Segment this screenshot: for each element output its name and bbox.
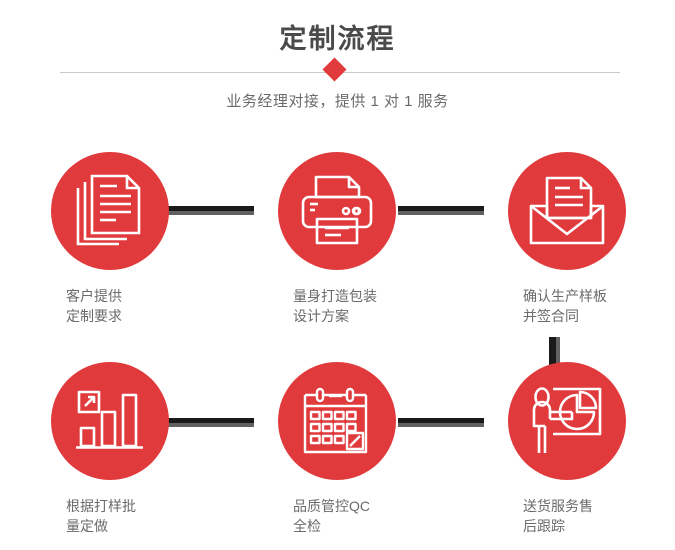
presenter-icon <box>532 387 602 453</box>
step-icon-circle <box>51 152 169 270</box>
calendar-icon <box>303 387 368 454</box>
step-label: 根据打样批 量定做 <box>66 498 136 534</box>
connector-bar-dark <box>398 206 484 211</box>
connector-bar-shadow <box>398 211 484 215</box>
envelope-icon <box>529 176 605 245</box>
step-icon-circle <box>278 152 396 270</box>
connector-bar-shadow <box>398 423 484 427</box>
header: 定制流程 业务经理对接，提供 1 对 1 服务 <box>0 0 675 130</box>
connector-bar-dark <box>398 418 484 423</box>
flow-step-3[interactable]: 确认生产样板 并签合同 <box>477 152 657 326</box>
step-icon-circle <box>508 152 626 270</box>
diamond-accent-icon <box>322 57 347 82</box>
flow-step-1[interactable]: 客户提供 定制要求 <box>20 152 200 326</box>
flow-step-5[interactable]: 品质管控QC 全检 <box>247 362 427 536</box>
step-label: 送货服务售 后跟踪 <box>523 498 593 534</box>
flow-step-4[interactable]: 根据打样批 量定做 <box>20 362 200 536</box>
step-label: 客户提供 定制要求 <box>66 288 122 324</box>
step-label: 品质管控QC 全检 <box>293 498 370 534</box>
page-title: 定制流程 <box>279 24 396 54</box>
connector-step1-step2 <box>168 206 254 215</box>
step-icon-circle <box>51 362 169 480</box>
connector-step2-step3 <box>398 206 484 215</box>
documents-icon <box>76 174 141 246</box>
bar-chart-icon <box>76 390 143 449</box>
connector-step4-step5 <box>168 418 254 427</box>
step-icon-circle <box>508 362 626 480</box>
connector-bar-shadow <box>168 423 254 427</box>
flow-step-2[interactable]: 量身打造包装 设计方案 <box>247 152 427 326</box>
connector-bar-dark <box>168 206 254 211</box>
printer-icon <box>301 175 373 245</box>
connector-bar-shadow <box>556 337 560 373</box>
connector-bar-dark <box>168 418 254 423</box>
connector-step5-step6 <box>398 418 484 427</box>
step-label: 确认生产样板 并签合同 <box>523 288 607 324</box>
step-label: 量身打造包装 设计方案 <box>293 288 377 324</box>
connector-bar-dark <box>549 337 556 373</box>
connector-bar-shadow <box>168 211 254 215</box>
step-icon-circle <box>278 362 396 480</box>
flow-step-6[interactable]: 送货服务售 后跟踪 <box>477 362 657 536</box>
process-flow: 客户提供 定制要求 量身打造包装 设计方案 <box>0 130 675 550</box>
connector-step3-step6 <box>549 337 560 373</box>
header-subtitle: 业务经理对接，提供 1 对 1 服务 <box>226 93 449 110</box>
